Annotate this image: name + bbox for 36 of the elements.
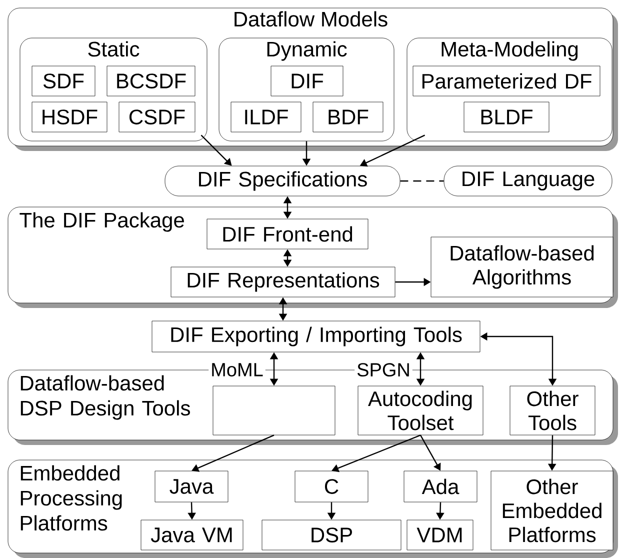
process-box: DIF Representations: [170, 266, 396, 298]
group-heading: Embedded Processing Platforms: [20, 465, 122, 531]
process-box: Other Embedded Platforms: [490, 470, 614, 550]
process-box: HSDF: [32, 102, 108, 132]
edge-label: MoML: [208, 361, 266, 378]
process-box: Dataflow-based Algorithms: [430, 236, 614, 298]
process-box: DIF: [270, 66, 344, 96]
process-box: C: [294, 470, 368, 502]
group-heading: Dataflow Models: [234, 11, 388, 27]
process-box: BCSDF: [106, 66, 196, 96]
process-box: DIF Exporting / Importing Tools: [152, 320, 480, 352]
process-box: Ada: [404, 470, 478, 502]
edge-label: SPGN: [354, 361, 412, 379]
process-box: CSDF: [118, 102, 196, 132]
process-box: VDM: [406, 520, 474, 550]
process-box: BDF: [312, 102, 384, 132]
process-box: Autocoding Toolset: [358, 386, 484, 436]
process-box: ILDF: [230, 102, 302, 132]
process-box: DSP: [262, 520, 402, 550]
process-box: DIF Front-end: [206, 218, 368, 250]
process-box: Parameterized DF: [412, 66, 600, 96]
process-box: BLDF: [464, 102, 550, 132]
group-heading: Dynamic: [267, 41, 347, 61]
process-box: Java: [154, 470, 228, 502]
process-box: Other Tools: [510, 386, 596, 436]
process-box: SDF: [32, 66, 96, 96]
group-heading: The DIF Package: [20, 212, 184, 232]
rounded-box: DIF Specifications: [164, 166, 400, 196]
process-box: [212, 386, 336, 436]
process-box: Java VM: [140, 520, 244, 550]
group-heading: Meta-Modeling: [442, 41, 578, 61]
rounded-box: DIF Language: [444, 166, 612, 196]
arrow: [200, 134, 232, 166]
dashed-line: [400, 180, 444, 182]
group-heading: Static: [88, 41, 140, 57]
group-heading: Dataflow-based DSP Design Tools: [20, 375, 190, 420]
